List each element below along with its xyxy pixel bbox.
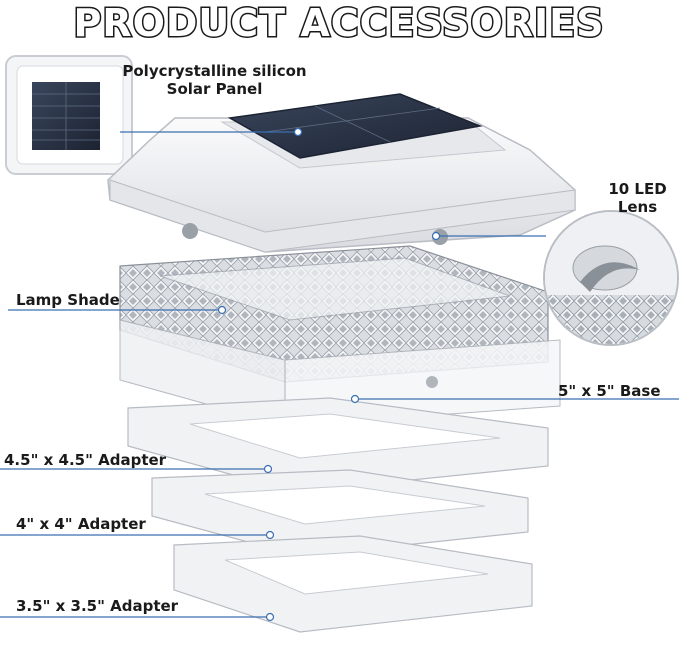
- callout-dots: [217, 127, 441, 622]
- solar-panel-label-line1: Polycrystalline silicon: [122, 62, 307, 80]
- adapter-4-label: 4" x 4" Adapter: [16, 515, 146, 533]
- adapter-35-label: 3.5" x 3.5" Adapter: [16, 597, 179, 615]
- page-title-graphic: PRODUCT ACCESSORIES: [72, 0, 605, 47]
- top-housing: [107, 93, 576, 253]
- led-lens-label: 10 LED Lens: [600, 180, 675, 216]
- led-lens-label-line2: Lens: [617, 198, 658, 216]
- led-lens-label-line1: 10 LED: [608, 180, 667, 198]
- base-label: 5" x 5" Base: [558, 382, 661, 400]
- solar-panel-label: Polycrystalline silicon Solar Panel: [112, 62, 317, 98]
- callout-lines: [0, 131, 679, 618]
- lamp-shade-label: Lamp Shade: [16, 291, 120, 309]
- page-title: PRODUCT ACCESSORIES: [73, 1, 604, 45]
- adapter-45-label: 4.5" x 4.5" Adapter: [4, 451, 167, 469]
- led-lens-inset: [543, 210, 679, 346]
- solar-panel-inset: [5, 55, 133, 175]
- adapter-35: [173, 535, 533, 633]
- page-title-banner: PRODUCT ACCESSORIES: [0, 0, 679, 47]
- solar-panel-label-line2: Solar Panel: [166, 80, 263, 98]
